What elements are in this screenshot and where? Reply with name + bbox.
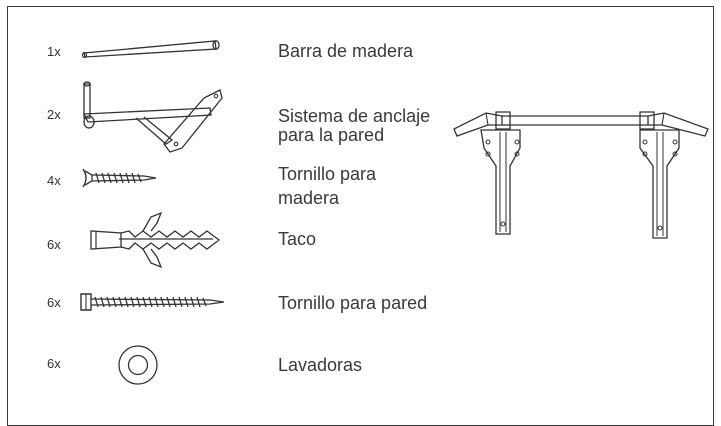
- part-name: Tornillo para madera: [278, 164, 377, 208]
- part-name: Taco: [278, 229, 317, 249]
- part-name: Tornillo para pared: [278, 293, 428, 313]
- part-qty: 6x: [47, 237, 61, 252]
- part-name: Barra de madera: [278, 41, 414, 61]
- part-qty: 6x: [47, 295, 61, 310]
- wall-anchor-bracket-icon: [78, 78, 228, 158]
- wall-plug-icon: [85, 211, 225, 269]
- assembled-pullup-bar-illustration: [450, 100, 712, 250]
- wooden-bar-icon: [80, 36, 225, 60]
- wall-screw-icon: [78, 290, 228, 314]
- part-name: Sistema de anclaje para la pared: [278, 106, 431, 145]
- wood-screw-icon: [80, 166, 160, 190]
- part-qty: 1x: [47, 44, 61, 59]
- part-qty: 6x: [47, 356, 61, 371]
- part-name: Lavadoras: [278, 355, 363, 375]
- part-qty: 4x: [47, 173, 61, 188]
- part-qty: 2x: [47, 107, 61, 122]
- washer-icon: [116, 343, 160, 387]
